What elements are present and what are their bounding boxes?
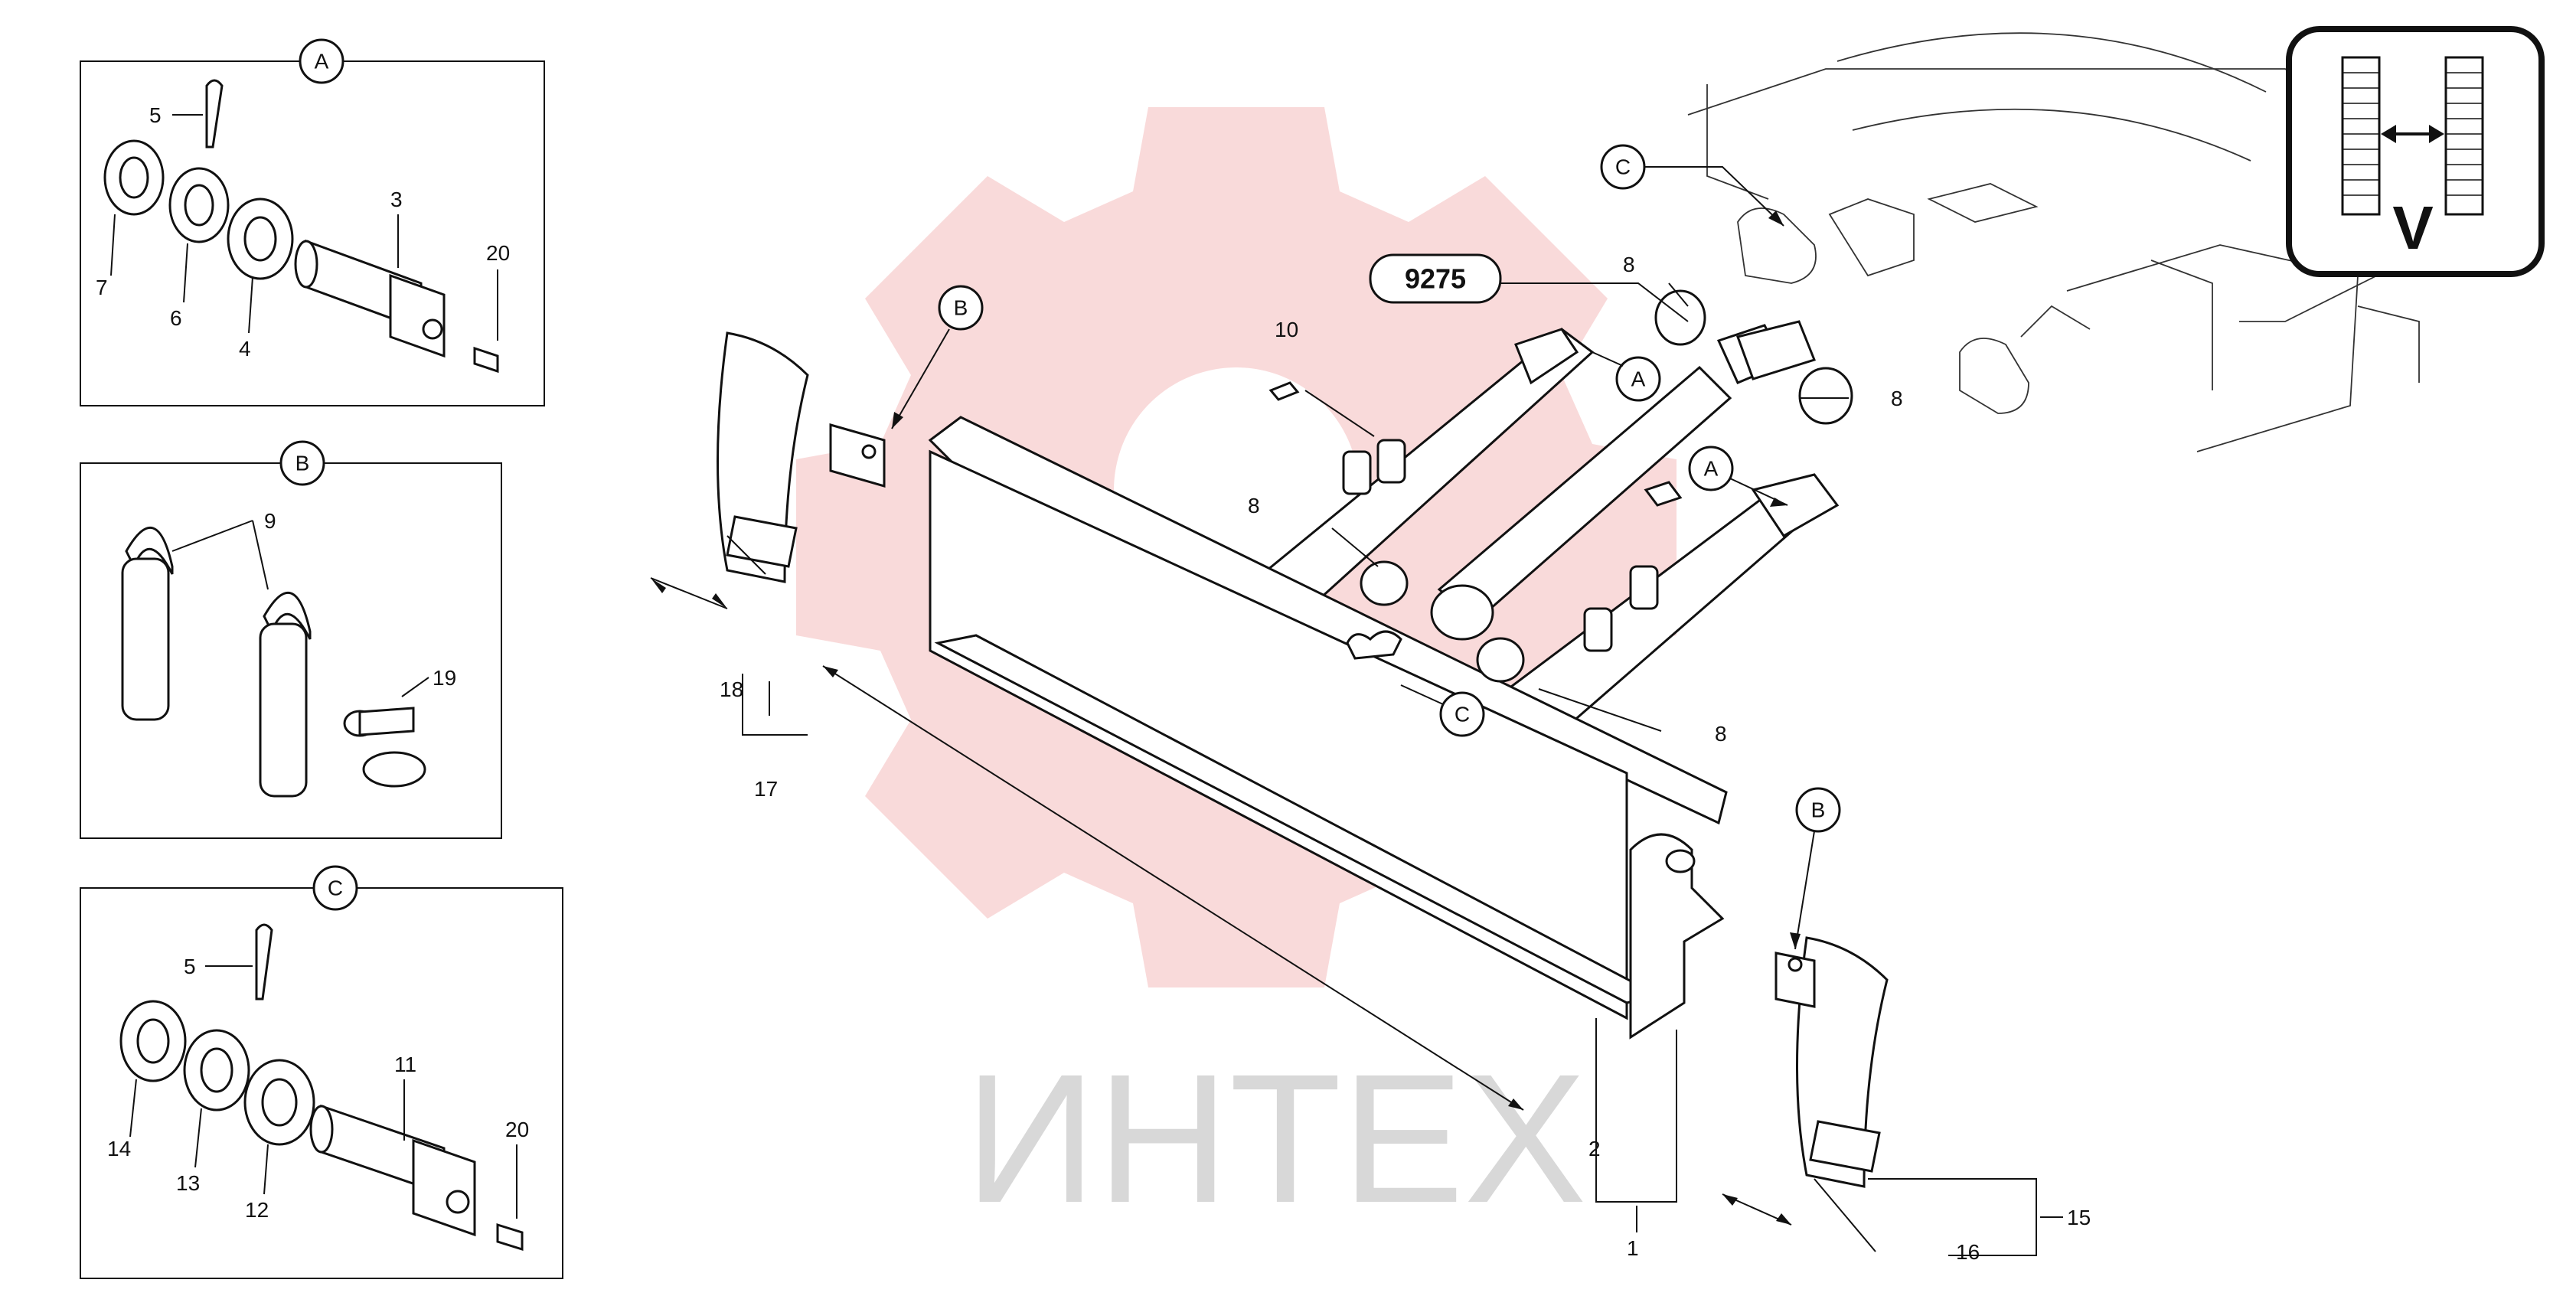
svg-text:3: 3 — [390, 188, 403, 211]
part-numbers: 9275 10 8 8 8 8 18 17 2 1 15 16 — [720, 253, 2091, 1264]
inset-c-letter: C — [328, 876, 343, 900]
svg-text:8: 8 — [1891, 387, 1903, 410]
callout-a-left: A — [1631, 367, 1646, 391]
svg-text:1: 1 — [1627, 1236, 1639, 1260]
svg-text:16: 16 — [1956, 1240, 1980, 1264]
svg-text:13: 13 — [176, 1171, 200, 1195]
svg-text:20: 20 — [505, 1118, 529, 1141]
svg-text:9: 9 — [264, 509, 276, 533]
svg-text:12: 12 — [245, 1198, 269, 1222]
svg-text:8: 8 — [1248, 494, 1260, 517]
side-plate-left — [717, 331, 886, 583]
svg-text:8: 8 — [1623, 253, 1635, 276]
svg-text:11: 11 — [394, 1053, 416, 1076]
view-letter: V — [2392, 194, 2433, 262]
callout-a-right: A — [1704, 457, 1719, 481]
svg-text:15: 15 — [2067, 1206, 2091, 1229]
svg-text:4: 4 — [239, 337, 251, 361]
inset-c: C 5 14 13 12 11 20 — [80, 865, 563, 1279]
inset-b-letter: B — [295, 452, 310, 475]
svg-text:8: 8 — [1715, 722, 1727, 746]
svg-text:2: 2 — [1588, 1137, 1601, 1160]
leader-lines — [650, 282, 2037, 1256]
callout-b-bottom: B — [1811, 798, 1826, 822]
group-reference-badge: 9275 — [1405, 263, 1466, 295]
callout-c-bottom: C — [1455, 703, 1470, 726]
inset-a-letter: A — [315, 50, 329, 73]
inset-a: A 5 7 6 4 3 20 — [80, 38, 545, 406]
callouts: B B A A C C — [891, 144, 1841, 950]
dimension-arrows-icon — [2341, 56, 2484, 216]
view-icon-box: V — [2286, 26, 2545, 277]
svg-text:6: 6 — [170, 306, 182, 330]
watermark-text: ИНТЕХ — [965, 1036, 1587, 1241]
svg-text:5: 5 — [149, 103, 162, 127]
inset-b: B 9 19 — [80, 440, 502, 839]
callout-c-top: C — [1615, 155, 1631, 179]
side-plate-right — [1774, 936, 1889, 1188]
svg-text:18: 18 — [720, 677, 743, 701]
svg-text:17: 17 — [754, 777, 778, 801]
svg-text:19: 19 — [433, 666, 456, 690]
svg-text:14: 14 — [107, 1137, 131, 1160]
svg-text:10: 10 — [1275, 318, 1298, 341]
svg-text:5: 5 — [184, 955, 196, 978]
dozer-blade-assembly — [928, 289, 1853, 1040]
callout-b-top: B — [954, 296, 968, 320]
svg-text:7: 7 — [96, 276, 108, 299]
svg-text:20: 20 — [486, 241, 510, 265]
